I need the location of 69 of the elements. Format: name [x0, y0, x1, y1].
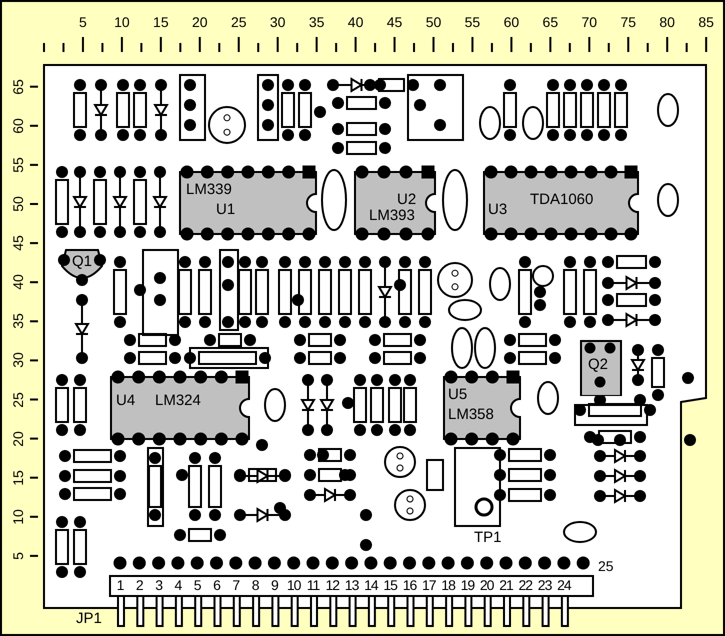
pin-number: 25	[598, 559, 614, 573]
ruler-number: 25	[230, 15, 247, 29]
ruler-number: 20	[192, 15, 208, 29]
pin-number: 12	[326, 578, 340, 592]
component-label: U5	[448, 387, 468, 402]
ruler-number: 60	[11, 118, 25, 134]
ruler-number: 50	[426, 15, 442, 29]
component-label: Q2	[588, 357, 608, 372]
ruler-number: 10	[11, 509, 25, 525]
ruler-number: 60	[504, 15, 520, 29]
pin-number: 7	[232, 578, 240, 592]
component-label: LM393	[369, 208, 415, 223]
pin-number: 21	[499, 578, 513, 592]
ruler-number: 5	[11, 552, 25, 560]
pin-number: 6	[213, 578, 220, 592]
pin-number: 13	[344, 578, 358, 592]
ruler-number: 70	[582, 15, 598, 29]
ruler-number: 50	[11, 196, 25, 212]
pin-number: 17	[422, 578, 436, 592]
ruler-number: 35	[308, 15, 324, 29]
pin-number: 22	[518, 578, 532, 592]
ruler-number: 25	[11, 392, 25, 408]
connector-label: JP1	[76, 611, 102, 626]
pin-number: 2	[136, 578, 143, 592]
ruler-number: 30	[11, 352, 25, 368]
ruler-number: 20	[11, 430, 25, 446]
component-label: U4	[116, 393, 136, 408]
ruler-number: 65	[11, 78, 25, 94]
ruler-number: 80	[659, 15, 675, 29]
pin-number: 9	[271, 578, 278, 592]
pin-number: 24	[557, 578, 571, 592]
ruler-number: 40	[11, 274, 25, 290]
ruler-number: 5	[79, 15, 87, 29]
component-label: U3	[488, 202, 508, 217]
pin-number: 3	[155, 578, 162, 592]
ruler-number: 30	[270, 15, 286, 29]
test-point-label: TP1	[474, 531, 502, 545]
pin-number: 8	[252, 578, 258, 592]
ruler-number: 45	[11, 235, 25, 251]
pin-number: 11	[306, 578, 320, 592]
ruler-number: 65	[542, 15, 558, 29]
ruler-number: 45	[386, 15, 402, 29]
component-label: LM324	[155, 393, 201, 408]
pin-number: 4	[174, 578, 182, 592]
pin-number: 19	[460, 578, 474, 592]
component-label: LM339	[186, 182, 232, 197]
ruler-number: 85	[698, 15, 714, 29]
ruler-number: 15	[11, 470, 25, 486]
ruler-number: 55	[464, 15, 480, 29]
pin-number: 5	[194, 578, 201, 592]
component-label: TDA1060	[530, 192, 594, 207]
component-label: LM358	[448, 407, 494, 422]
pin-number: 1	[116, 578, 124, 592]
component-label: U2	[397, 192, 416, 207]
component-label: Q1	[72, 254, 92, 269]
pin-number: 14	[364, 578, 378, 592]
pin-number: 23	[538, 578, 552, 592]
ruler-number: 15	[153, 15, 169, 29]
ruler-number: 10	[114, 15, 130, 29]
pin-number: 20	[480, 578, 494, 592]
pin-number: 18	[441, 578, 455, 592]
pin-number: 15	[383, 578, 397, 592]
pin-number: 16	[402, 578, 416, 592]
component-label: U1	[216, 202, 236, 217]
ruler-number: 35	[11, 314, 25, 330]
pin-number: 10	[286, 578, 300, 592]
ruler-number: 40	[348, 15, 364, 29]
ruler-number: 55	[11, 157, 25, 173]
ruler-number: 75	[620, 15, 636, 29]
